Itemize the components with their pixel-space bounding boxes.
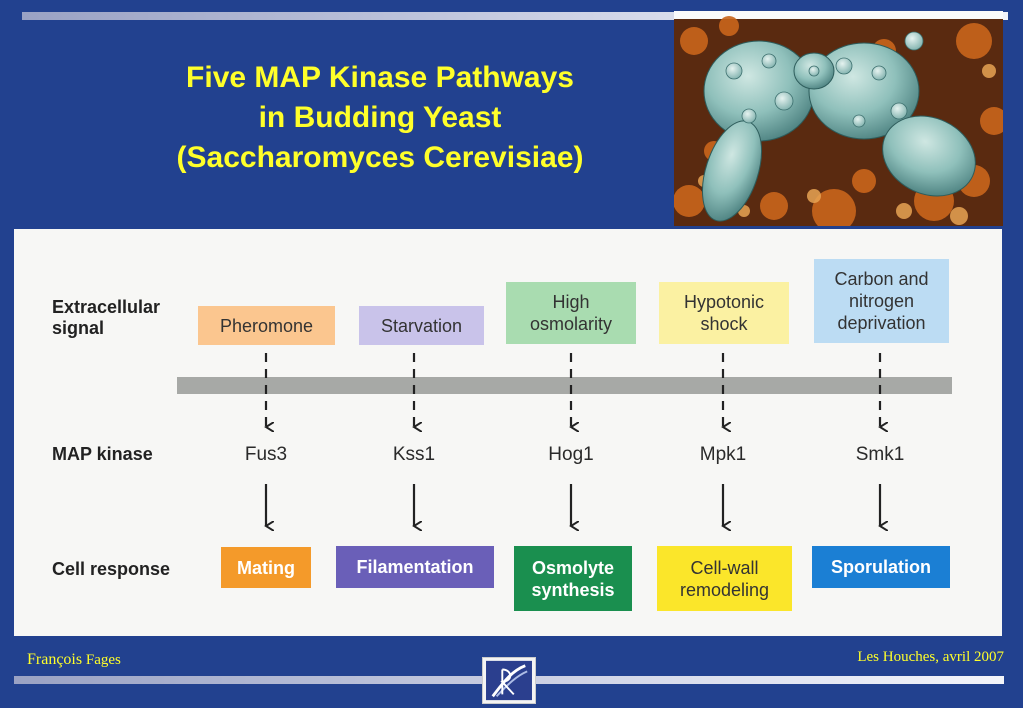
signal-label-line2: nitrogen xyxy=(848,291,915,311)
row-label-signal-line2: signal xyxy=(52,318,105,338)
yeast-cells-photo xyxy=(674,11,1003,226)
signal-label-line1: Hypotonic xyxy=(683,292,765,312)
signal-label-line3: deprivation xyxy=(837,313,926,333)
institute-logo xyxy=(482,657,536,704)
title-line-3: (Saccharomyces Cerevisiae) xyxy=(176,141,584,174)
signal-box-pheromone: Pheromone xyxy=(198,306,335,345)
response-label: Mating xyxy=(237,557,295,578)
signal-label-line2: shock xyxy=(700,314,748,334)
author-last-name: Fages xyxy=(85,652,121,668)
author-first-name: François xyxy=(27,651,83,668)
signal-label-line1: High xyxy=(552,292,590,312)
title-line-2: in Budding Yeast xyxy=(258,101,502,134)
kinase-smk1: Smk1 xyxy=(855,444,905,465)
row-label-signal-line1: Extracellular xyxy=(52,297,161,317)
response-box-osmolyte-synthesis: Osmolyte synthesis xyxy=(514,546,632,611)
kinase-hog1: Hog1 xyxy=(548,444,594,465)
signal-box-high-osmolarity: High osmolarity xyxy=(506,282,636,344)
response-label: Filamentation xyxy=(356,557,474,577)
row-label-cell-response: Cell response xyxy=(52,559,171,579)
footer-author: François Fages xyxy=(27,651,121,669)
top-gradient-bar xyxy=(22,12,1008,20)
response-box-cell-wall-remodeling: Cell-wall remodeling xyxy=(657,546,792,611)
kinase-mpk1: Mpk1 xyxy=(699,444,747,465)
kinase-fus3: Fus3 xyxy=(244,444,288,465)
signal-box-starvation: Starvation xyxy=(359,306,484,345)
row-label-map-kinase: MAP kinase xyxy=(52,444,153,464)
row-label-extracellular-signal: Extracellular signal xyxy=(52,297,160,339)
signal-label-line1: Carbon and xyxy=(834,269,929,289)
response-label-line1: Osmolyte xyxy=(531,557,614,578)
response-box-sporulation: Sporulation xyxy=(812,546,950,588)
response-box-filamentation: Filamentation xyxy=(336,546,494,588)
response-label-line2: synthesis xyxy=(531,579,615,600)
signal-box-hypotonic-shock: Hypotonic shock xyxy=(659,282,789,344)
response-box-mating: Mating xyxy=(221,547,311,588)
signal-label: Pheromone xyxy=(219,315,314,336)
signal-label: Starvation xyxy=(380,315,463,336)
cell-membrane-bar xyxy=(177,377,952,394)
response-label-line2: remodeling xyxy=(679,579,770,600)
slide-title: Five MAP Kinase Pathways in Budding Yeas… xyxy=(30,58,730,178)
pathway-diagram: Extracellular signal MAP kinase Cell res… xyxy=(14,229,1002,636)
response-label: Sporulation xyxy=(831,557,931,577)
footer-event: Les Houches, avril 2007 xyxy=(857,649,1004,665)
title-line-1: Five MAP Kinase Pathways xyxy=(186,61,574,94)
kinase-kss1: Kss1 xyxy=(392,444,436,465)
pathway-arrows xyxy=(14,353,1002,636)
response-label-line1: Cell-wall xyxy=(690,557,759,578)
signal-label-line2: osmolarity xyxy=(529,314,613,334)
signal-box-carbon-nitrogen-deprivation: Carbon and nitrogen deprivation xyxy=(814,259,949,343)
